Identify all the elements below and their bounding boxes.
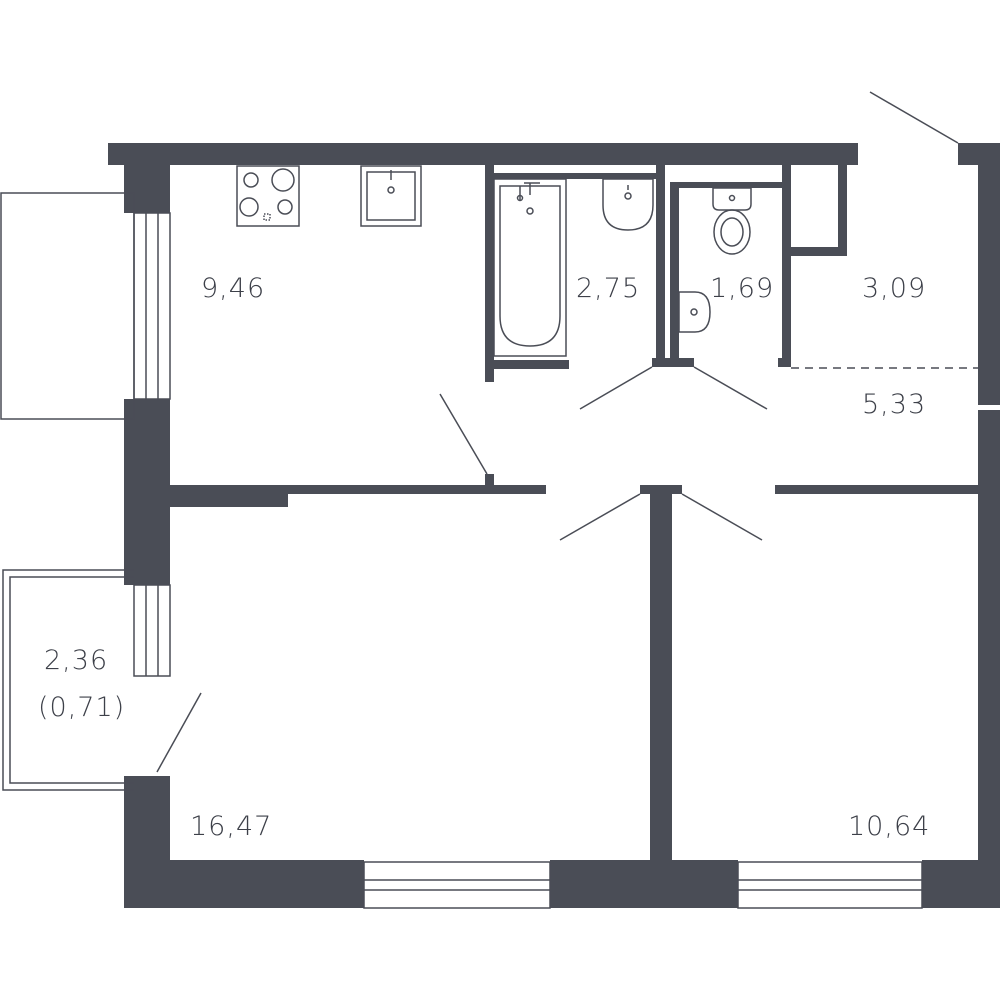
wall-kitchen-living-thick: [170, 485, 288, 507]
wall-bottom-right: [922, 860, 1000, 908]
window-bedroom-bottom: [737, 861, 923, 909]
bathroom-sink-icon: [602, 178, 654, 231]
area-toilet: 1,69: [710, 273, 774, 304]
area-living-room: 16,47: [190, 811, 272, 842]
door-entrance: [869, 91, 959, 144]
wall-toilet-left: [670, 182, 679, 362]
wall-storage-box-right: [838, 165, 847, 255]
area-storage: 3,09: [862, 273, 926, 304]
wall-bath-bottom: [485, 360, 569, 369]
wall-toilet-right: [782, 165, 791, 360]
balconies: [0, 192, 135, 791]
wall-right-middle: [978, 410, 1000, 755]
door-swings: [156, 91, 978, 773]
door-toilet: [693, 366, 768, 410]
windows: [133, 212, 923, 909]
wall-bath-left: [485, 165, 494, 382]
window-living-bottom: [363, 861, 551, 909]
area-bathroom: 2,75: [576, 273, 640, 304]
wall-bath-toilet-bottom: [652, 358, 694, 367]
window-living-left: [133, 584, 171, 677]
walls: [108, 143, 1000, 908]
wall-toilet-right-foot: [778, 358, 791, 367]
toilet-icon: [712, 187, 752, 255]
wall-bottom-middle: [550, 860, 738, 908]
wall-living-bedroom-cap: [640, 485, 682, 494]
area-kitchen: 9,46: [201, 273, 265, 304]
door-bathroom: [579, 366, 653, 410]
wall-bath-toilet: [656, 165, 665, 362]
window-kitchen: [133, 212, 171, 400]
room-labels: 9,46 2,75 1,69 3,09 5,33 2,36 (0,71) 16,…: [38, 273, 930, 842]
area-balcony-reduced: (0,71): [38, 692, 125, 723]
wall-top-right-stub: [958, 143, 980, 165]
toilet-sink-icon: [678, 291, 711, 333]
kitchen-sink-icon: [360, 165, 422, 227]
fixtures: [236, 165, 752, 357]
balcony-lower-outline: [2, 569, 134, 791]
door-living: [559, 493, 641, 541]
area-balcony: 2,36: [44, 645, 108, 676]
wall-bottom-left: [124, 860, 364, 908]
wall-bath-top: [494, 173, 656, 179]
balcony-upper-outline: [0, 192, 135, 420]
bathtub-icon: [493, 178, 567, 357]
wall-kitchen-living-thin: [288, 485, 546, 494]
wall-right-upper: [978, 143, 1000, 405]
wall-toilet-top: [670, 182, 782, 188]
area-bedroom: 10,64: [848, 811, 930, 842]
wall-living-bedroom: [650, 485, 672, 863]
wall-storage-box-bottom: [791, 247, 847, 256]
door-bedroom: [681, 493, 763, 541]
wall-left-upper: [124, 143, 170, 213]
cooktop-icon: [236, 165, 300, 227]
wall-door-stub-kitchen: [485, 474, 494, 486]
door-kitchen: [439, 393, 488, 475]
area-hallway: 5,33: [862, 389, 926, 420]
wall-left-middle: [124, 399, 170, 585]
door-balcony: [156, 692, 202, 773]
wall-top: [108, 143, 858, 165]
wall-hall-bedroom: [775, 485, 980, 494]
